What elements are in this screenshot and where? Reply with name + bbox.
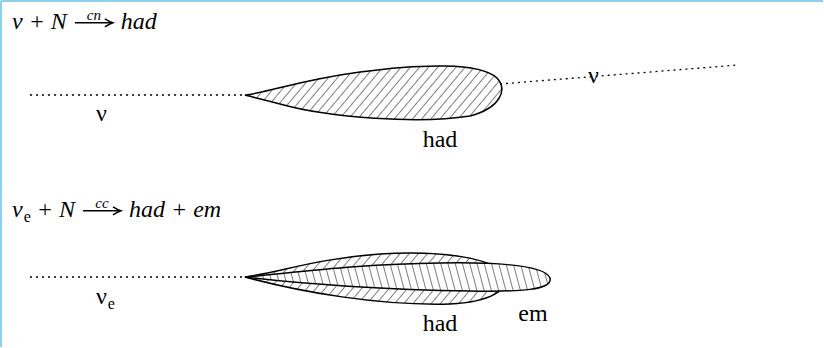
neutrino-track [30,94,245,95]
shower-label: em [518,300,547,326]
reaction-product: had + em [129,196,221,222]
neutrino-label: ν [96,283,107,309]
shower-label: had [423,310,458,336]
arrow-head [113,207,121,215]
interaction-type: cc [95,195,108,212]
reaction-equation: + N [37,196,75,222]
shower-outline [238,246,518,340]
frame-line [1,0,823,2]
reaction-equation: ν [12,196,23,222]
interaction-type: cn [87,7,101,24]
shower-shape [245,263,550,291]
shower-shape [245,66,502,120]
arrow-head [105,19,113,27]
shower-outline [238,258,563,332]
hadronic-shower: had [238,246,518,340]
hadronic-shower: had [238,56,513,160]
neutrino-label: ν [588,62,599,88]
shower-shape [245,263,550,291]
shower-label: had [423,126,458,152]
neutrino-track [500,65,738,84]
flavour-subscript: e [24,208,31,226]
flavour-subscript: e [108,295,115,313]
frame-line [0,1,2,347]
reaction-equation: ν + N [12,8,67,34]
neutrino-label: ν [96,100,107,126]
em-shower: em [238,258,563,332]
neutrino-track [30,276,245,277]
shower-outline [238,56,513,160]
reaction-product: had [121,8,157,34]
